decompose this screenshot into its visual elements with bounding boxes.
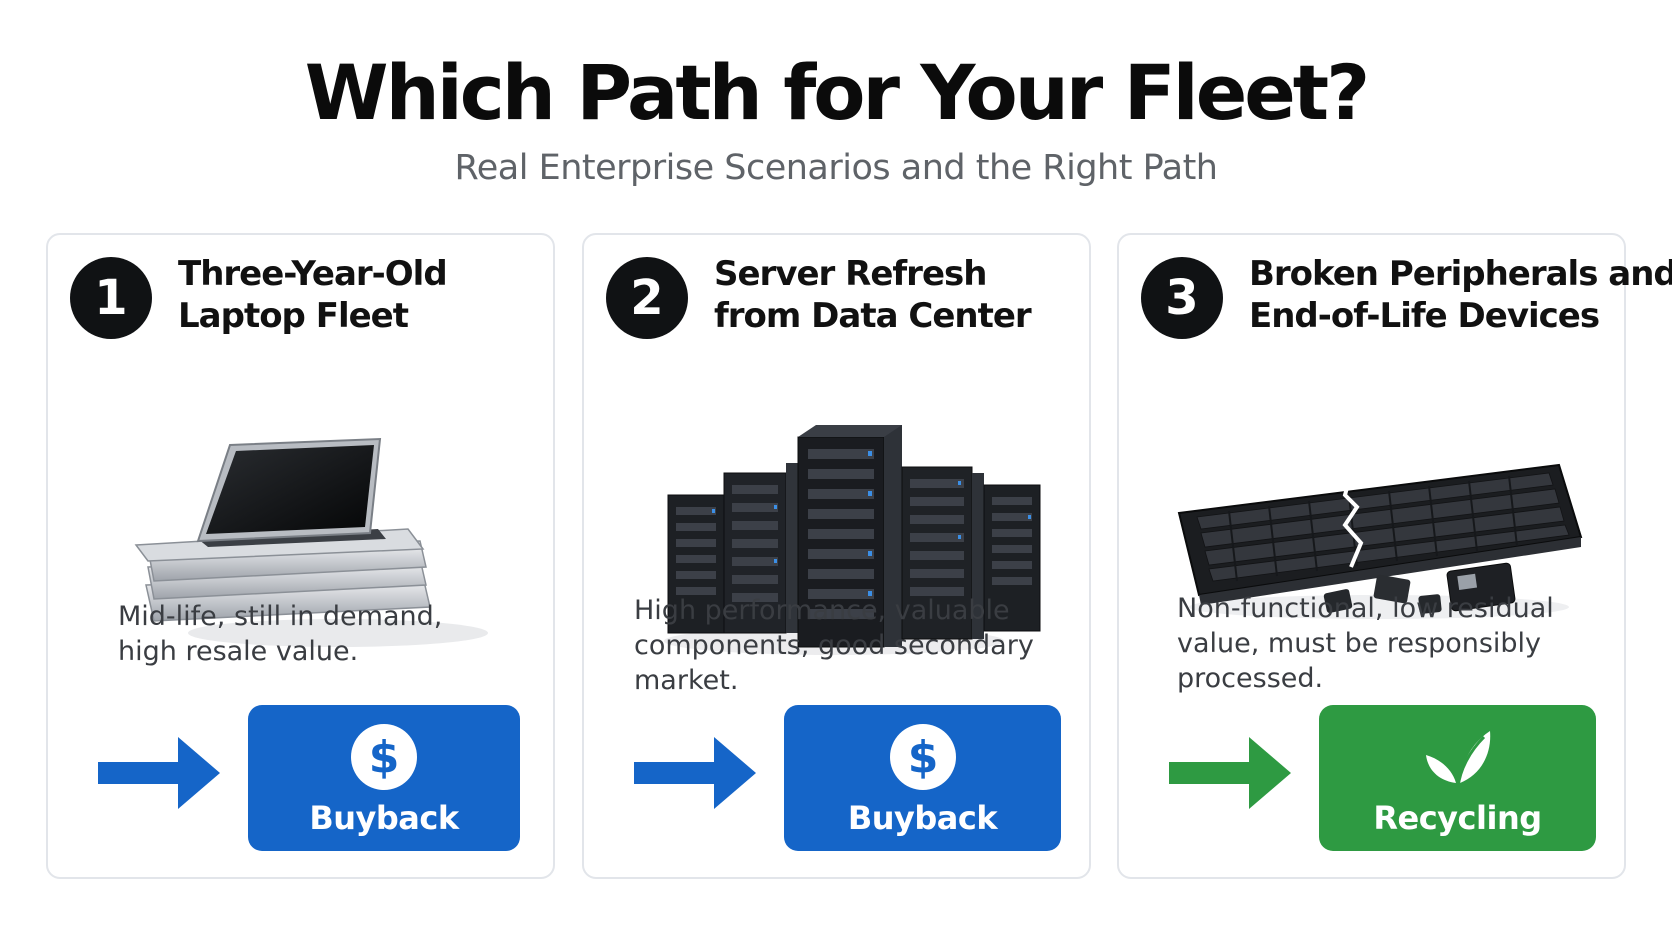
scenario-title-line: Three-Year-Old [178,254,448,294]
step-number-badge: 2 [606,257,688,339]
scenario-title-line: Server Refresh [714,254,987,294]
arrow-right-icon [98,737,220,809]
scenario-description-line: High performance, valuable [634,595,1010,626]
arrow-right-icon [634,737,756,809]
outcome-label: Recycling [1373,799,1542,837]
svg-text:$: $ [369,732,400,783]
scenario-description: Non-functional, low residual value, must… [1177,591,1607,696]
scenario-description-line: Mid-life, still in demand, [118,601,443,632]
scenario-title-line: End-of-Life Devices [1249,296,1600,336]
arrow-right-icon [1169,737,1291,809]
scenario-title-line: Laptop Fleet [178,296,409,336]
page-title: Which Path for Your Fleet? [304,48,1370,137]
outcome-label: Buyback [309,799,459,837]
scenario-description: Mid-life, still in demand, high resale v… [118,599,538,669]
scenario-description-line: Non-functional, low residual [1177,593,1554,624]
svg-text:$: $ [907,732,938,783]
scenario-card-broken-peripherals: 3 Broken Peripherals and End-of-Life Dev… [1117,233,1672,879]
scenario-description-line: processed. [1177,663,1324,694]
scenario-title-line: from Data Center [714,296,1032,336]
scenario-card-laptop-fleet: 1 Three-Year-Old Laptop Fleet [46,233,555,879]
scenario-description-line: value, must be responsibly [1177,628,1542,659]
scenario-description: High performance, valuable components, g… [634,593,1064,698]
dollar-icon: $ [889,724,956,790]
scenario-title: Broken Peripherals and End-of-Life Devic… [1249,253,1672,337]
leaf-icon [1425,731,1490,788]
broken-keyboard-icon [1177,463,1583,619]
scenario-description-line: high resale value. [118,636,359,667]
scenario-title: Server Refresh from Data Center [714,253,1084,337]
outcome-label: Buyback [847,799,998,837]
outcome-badge-buyback: $ Buyback [248,705,520,851]
step-number-badge: 1 [70,257,152,339]
scenario-description-line: components, good secondary [634,630,1034,661]
scenario-description-line: market. [634,665,739,696]
step-number-badge: 3 [1141,257,1223,339]
scenario-title-line: Broken Peripherals and [1249,254,1672,294]
page-subtitle: Real Enterprise Scenarios and the Right … [454,148,1218,188]
server-rack-icon [664,425,1041,655]
scenario-title: Three-Year-Old Laptop Fleet [178,253,548,337]
outcome-badge-recycling: Recycling [1319,705,1596,851]
outcome-badge-buyback: $ Buyback [784,705,1061,851]
dollar-icon: $ [351,724,417,790]
laptop-stack-icon [134,437,488,647]
scenario-card-server-refresh: 2 Server Refresh from Data Center [582,233,1091,879]
